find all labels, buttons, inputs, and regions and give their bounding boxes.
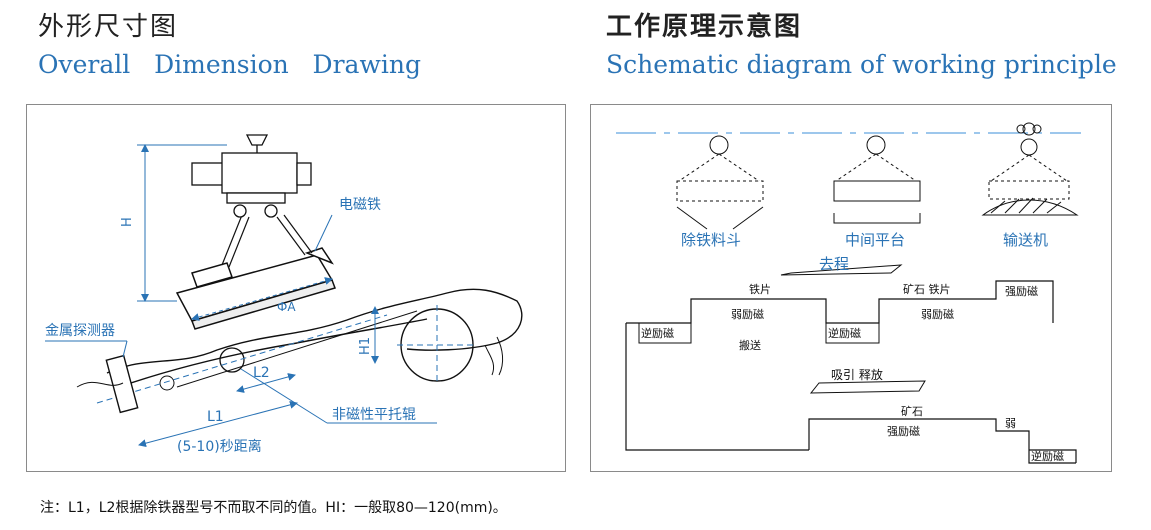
position-label-hopper: 除铁料斗 — [681, 231, 741, 249]
dim-phiA-label: ФA — [277, 300, 296, 314]
wave-weak-2: 弱励磁 — [921, 308, 954, 321]
dim-L1-label: L1 — [207, 409, 224, 425]
dimension-drawing-panel: H ФA H1 电磁铁 金属探测器 L2 L1 (5-10)秒距离 非磁性平托辊 — [26, 104, 566, 472]
hoist-trolley — [191, 134, 312, 218]
wave-weak-1: 弱励磁 — [731, 308, 764, 321]
right-title-cn: 工作原理示意图 — [606, 12, 803, 42]
dim-H1-label: H1 — [358, 337, 373, 355]
position-conveyor — [981, 122, 1079, 216]
wave-reverse-2: 逆励磁 — [828, 326, 861, 340]
footnote: 注：L1，L2根据除铁器型号不而取不同的值。HI：一般取80—120(mm)。 — [40, 500, 507, 516]
detector-label: 金属探测器 — [45, 323, 115, 339]
roller-label: 非磁性平托辊 — [332, 407, 416, 423]
principle-diagram: 除铁料斗 中间平台 输送机 去程 铁片 矿石 铁片 强励磁 弱励磁 弱励磁 逆励… — [616, 122, 1081, 464]
wave-carry: 搬送 — [739, 338, 761, 352]
principle-panel: 除铁料斗 中间平台 输送机 去程 铁片 矿石 铁片 强励磁 弱励磁 弱励磁 逆励… — [590, 104, 1112, 472]
lower-strong: 强励磁 — [887, 425, 920, 438]
chains — [221, 214, 313, 268]
position-hopper — [676, 135, 764, 230]
lower-weak: 弱 — [1005, 417, 1016, 430]
lower-reverse: 逆励磁 — [1031, 449, 1064, 463]
process-label: 去程 — [819, 255, 849, 273]
wave-ore-iron: 矿石 铁片 — [903, 283, 951, 296]
wave-iron-chip: 铁片 — [749, 283, 771, 296]
dim-L2-label: L2 — [253, 365, 270, 381]
dimension-drawing: H ФA H1 电磁铁 金属探测器 L2 L1 (5-10)秒距离 非磁性平托辊 — [45, 134, 523, 455]
dim-H-label: H — [120, 217, 135, 227]
return-label: 吸引 释放 — [831, 367, 883, 382]
upper-waveform — [625, 280, 1054, 451]
non-magnetic-roller — [219, 347, 245, 373]
lower-ore: 矿石 — [901, 405, 923, 418]
position-platform — [833, 135, 921, 224]
position-label-conveyor: 输送机 — [1003, 231, 1048, 249]
delay-distance-label: (5-10)秒距离 — [177, 438, 262, 455]
right-title-en: Schematic diagram of working principle — [606, 50, 1117, 79]
magnet-label: 电磁铁 — [339, 197, 381, 213]
wave-strong-1: 强励磁 — [1005, 285, 1038, 298]
lower-waveform — [808, 418, 1077, 464]
position-label-platform: 中间平台 — [845, 231, 905, 249]
left-title-cn: 外形尺寸图 — [38, 12, 179, 42]
left-title-en: Overall Dimension Drawing — [38, 50, 421, 79]
wave-reverse-1: 逆励磁 — [641, 326, 674, 340]
